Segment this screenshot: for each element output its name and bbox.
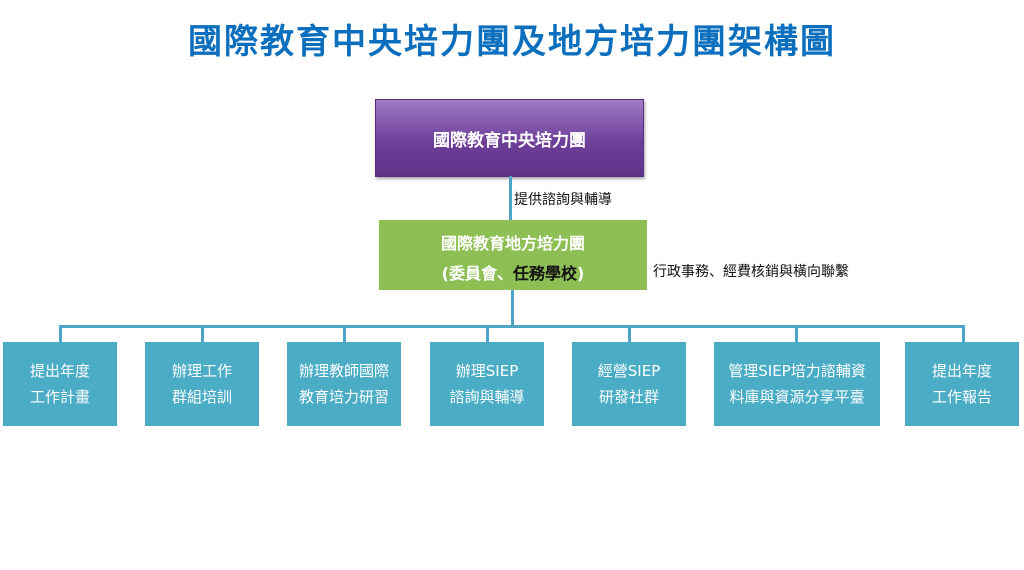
task-box-annual-report: 提出年度 工作報告 <box>905 342 1019 426</box>
local-team-box: 國際教育地方培力團 (委員會、任務學校) <box>379 220 647 290</box>
task-box-siep-consulting: 辦理SIEP 諮詢與輔導 <box>430 342 544 426</box>
task-box-group-training: 辦理工作 群組培訓 <box>145 342 259 426</box>
connector-drop-4 <box>486 325 489 342</box>
connector-drop-2 <box>201 325 204 342</box>
connector-label: 提供諮詢與輔導 <box>514 192 612 208</box>
task-box-teacher-workshop: 辦理教師國際 教育培力研習 <box>287 342 401 426</box>
central-team-label: 國際教育中央培力團 <box>433 130 586 151</box>
task-line2: 料庫與資源分享平臺 <box>729 388 865 406</box>
task-line2: 諮詢與輔導 <box>449 388 525 406</box>
connector-top-to-mid <box>509 176 512 220</box>
local-team-title: 國際教育地方培力團 <box>440 234 585 253</box>
task-line1: 辦理教師國際 <box>298 362 389 380</box>
central-team-box: 國際教育中央培力團 <box>375 99 644 177</box>
task-line1: 管理SIEP培力諮輔資 <box>728 362 866 380</box>
connector-drop-7 <box>962 325 965 342</box>
local-team-suffix: ) <box>577 264 585 283</box>
task-line1: 辦理工作 <box>171 362 232 380</box>
task-box-siep-community: 經營SIEP 研發社群 <box>572 342 686 426</box>
local-team-members: (委員會、任務學校) <box>379 259 647 289</box>
connector-drop-3 <box>343 325 346 342</box>
task-line2: 工作計畫 <box>29 388 90 406</box>
diagram-title: 國際教育中央培力團及地方培力團架構圖 <box>188 22 836 62</box>
task-box-annual-plan: 提出年度 工作計畫 <box>3 342 117 426</box>
task-line1: 辦理SIEP <box>455 362 519 380</box>
connector-drop-5 <box>628 325 631 342</box>
task-line2: 群組培訓 <box>171 388 232 406</box>
connector-horizontal <box>59 325 965 328</box>
side-note: 行政事務、經費核銷與橫向聯繫 <box>653 264 849 280</box>
task-line2: 教育培力研習 <box>298 388 389 406</box>
task-line1: 經營SIEP <box>597 362 661 380</box>
local-team-prefix: (委員會、 <box>441 264 513 283</box>
connector-mid-down <box>511 290 514 327</box>
local-team-task-schools: 任務學校 <box>513 264 578 283</box>
task-line1: 提出年度 <box>29 362 90 380</box>
connector-drop-6 <box>795 325 798 342</box>
task-box-siep-database: 管理SIEP培力諮輔資 料庫與資源分享平臺 <box>714 342 880 426</box>
task-line2: 研發社群 <box>598 388 659 406</box>
task-line1: 提出年度 <box>931 362 992 380</box>
connector-drop-1 <box>59 325 62 342</box>
task-line2: 工作報告 <box>931 388 992 406</box>
